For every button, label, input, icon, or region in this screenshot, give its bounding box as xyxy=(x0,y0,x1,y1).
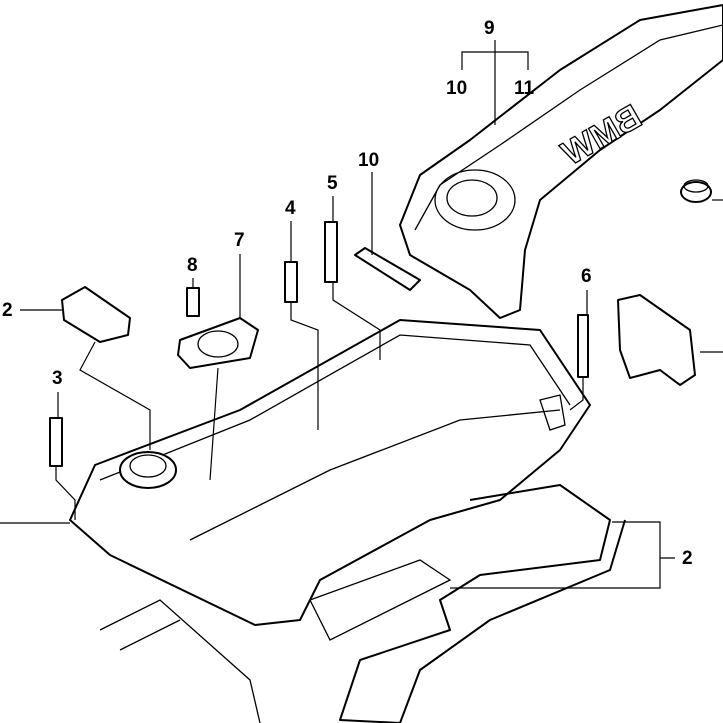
callout-5: 5 xyxy=(327,173,338,194)
bracket xyxy=(617,294,723,386)
callout-9: 9 xyxy=(484,18,495,39)
gasket-strip xyxy=(354,247,421,291)
callout-11: 11 xyxy=(514,78,535,99)
gaskets xyxy=(99,484,626,723)
callout-10: 10 xyxy=(446,78,468,99)
leader-lines xyxy=(0,40,675,589)
callout-10-strip: 10 xyxy=(358,150,380,171)
engine-cover: BMW xyxy=(399,4,723,319)
callout-2-gasket: 2 xyxy=(682,548,693,569)
callout-4: 4 xyxy=(285,198,296,219)
callout-8: 8 xyxy=(187,255,198,276)
flange-seal xyxy=(177,317,259,369)
grommet xyxy=(680,179,723,203)
callout-3: 3 xyxy=(52,368,63,389)
callout-7: 7 xyxy=(234,230,245,251)
callout-6: 6 xyxy=(581,266,592,287)
oil-filler-cap xyxy=(61,286,131,343)
valve-cover xyxy=(69,319,591,626)
callout-2-cap: 2 xyxy=(2,300,13,321)
